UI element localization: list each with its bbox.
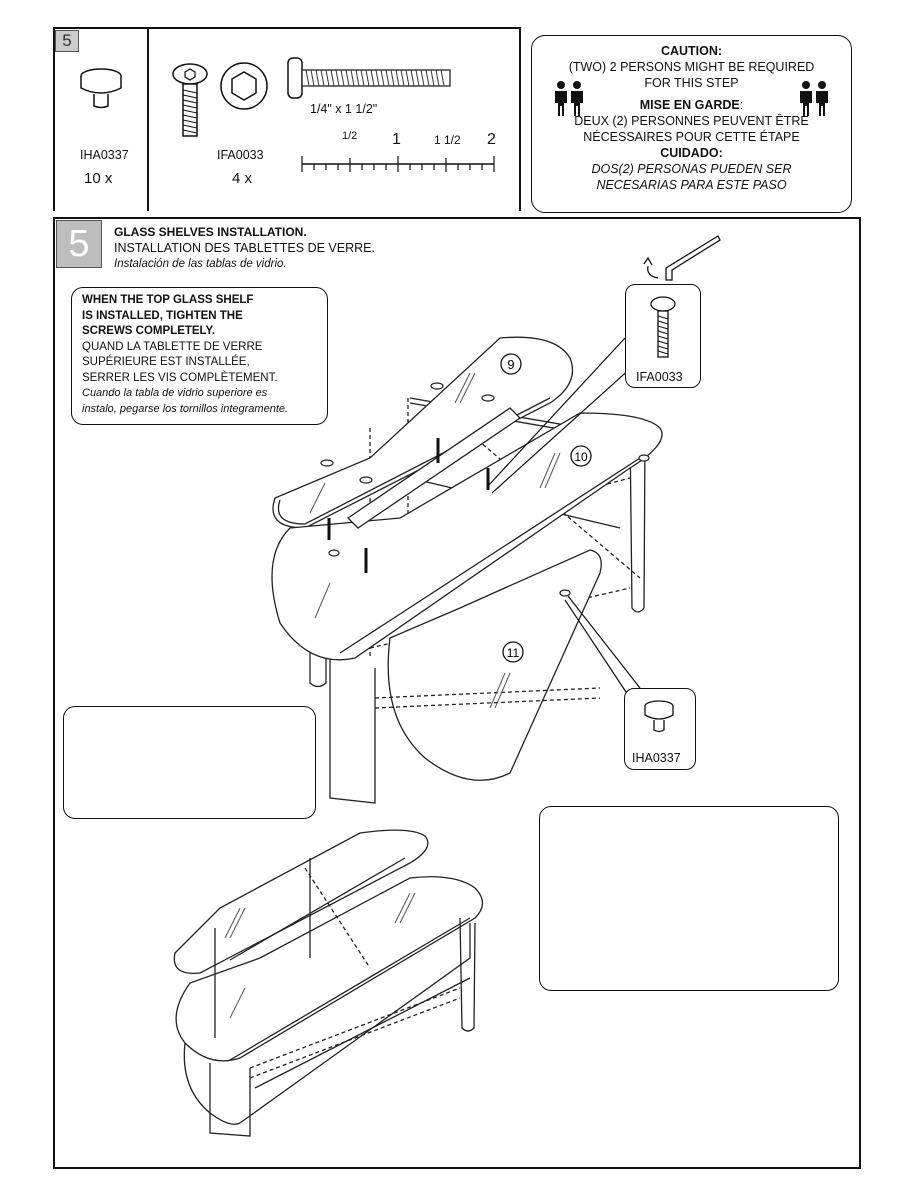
note-en-3: SCREWS COMPLETELY. [82,325,216,337]
tighten-note: WHEN THE TOP GLASS SHELF IS INSTALLED, T… [71,287,328,425]
caution-line-es-1: DOS(2) PERSONAS PUEDEN SER [591,162,792,176]
knob-callout-label: IHA0337 [632,751,681,765]
note-en-1: WHEN THE TOP GLASS SHELF [82,294,254,306]
ruler-label-half: 1/2 [342,130,358,142]
caution-title-fr-colon: : [739,98,744,112]
blank-note-box-left [63,706,316,819]
shelf-assembly-diagram: 9 10 11 [271,336,663,804]
ruler-label-one: 1 [392,131,401,148]
shelf-label-11: 11 [507,646,520,660]
note-en-2: IS INSTALLED, TIGHTEN THE [82,309,243,322]
blank-note-box-right [539,806,839,991]
caution-line-en-1: (TWO) 2 PERSONS MIGHT BE REQUIRED [568,60,815,74]
allen-key-icon [643,235,721,281]
parts-box [53,27,521,211]
screw-code: IFA0033 [217,148,264,162]
parts-step-badge: 5 [55,30,79,52]
hex-socket-icon [220,62,268,110]
knob-callout-icon [644,700,674,733]
bolt-side-icon [287,57,451,99]
caution-title-es: CUIDADO: [660,146,723,160]
step-title-fr: INSTALLATION DES TABLETTES DE VERRE. [114,241,375,255]
screw-callout-label: IFA0033 [636,370,683,384]
ruler-icon [301,156,495,172]
ruler-label-one-half: 1 1/2 [434,133,461,147]
note-es-2: instalo, pegarse los tornillos integrame… [82,402,289,415]
step-title-en: GLASS SHELVES INSTALLATION. [114,225,307,239]
caution-line-fr-1: DEUX (2) PERSONNES PEUVENT ÊTRE [574,114,809,128]
knob-qty: 10 x [84,170,113,187]
parts-divider [147,29,149,211]
caution-line-en-2: FOR THIS STEP [644,76,739,90]
ruler-label-two: 2 [487,131,496,148]
parts-step-number: 5 [62,31,72,50]
shelf-label-10: 10 [574,450,588,464]
knob-part-icon [80,68,122,109]
shelf-label-9: 9 [507,357,514,372]
caution-line-es-2: NECESARIAS PARA ESTE PASO [596,178,787,192]
screw-part-icon [172,63,208,137]
step-number: 5 [68,223,90,265]
caution-title-en: CAUTION: [660,44,723,58]
note-fr-2: SUPÉRIEURE EST INSTALLÉE, [82,356,250,368]
step-title-es: Instalación de las tablas de vidrio. [114,258,287,270]
screw-qty: 4 x [232,170,253,187]
step-badge: 5 [56,220,102,268]
note-es-1: Cuando la tabla de vidrio superiore es [82,387,268,399]
two-persons-icon-left [555,81,583,116]
caution-title-fr: MISE EN GARDE [639,98,740,112]
two-persons-icon-right [800,81,828,116]
step-panel [53,217,861,1169]
caution-line-fr-2: NÉCESSAIRES POUR CETTE ÉTAPE [583,130,800,144]
note-fr-3: SERRER LES VIS COMPLÈTEMENT. [82,371,278,384]
caution-box: CAUTION: (TWO) 2 PERSONS MIGHT BE REQUIR… [531,35,852,213]
assembled-stand-diagram [173,829,484,1137]
note-fr-1: QUAND LA TABLETTE DE VERRE [82,340,263,353]
knob-code: IHA0337 [80,148,129,162]
screw-callout-icon [650,296,676,358]
bolt-size-label: 1/4" x 1 1/2" [310,102,378,116]
